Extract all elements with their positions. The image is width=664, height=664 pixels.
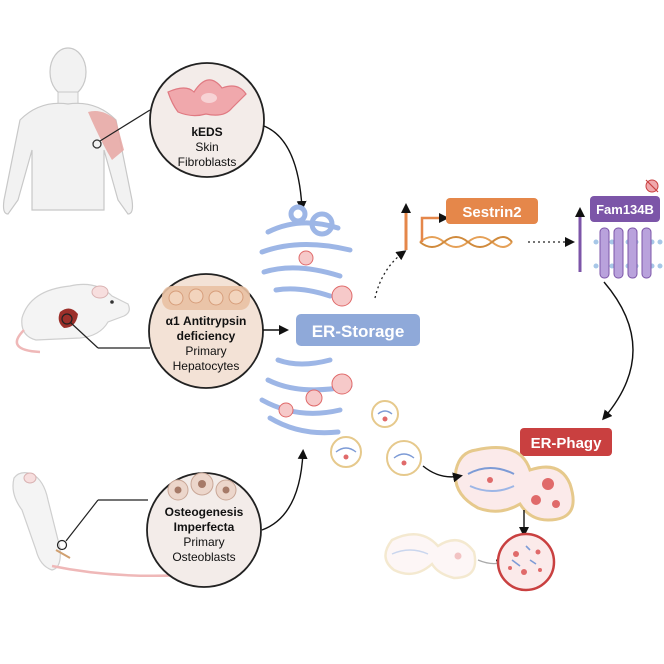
er-storage-box: [296, 314, 420, 346]
hepatocyte-cell-icon: [162, 286, 250, 310]
arrow-er-to-sestrin: [374, 250, 407, 299]
arrow-fam-to-erphagy: [602, 281, 634, 421]
sestrin-box: [446, 198, 538, 224]
fam-box: [590, 196, 660, 222]
oi-imperfecta-label: Imperfecta: [174, 520, 235, 534]
aat-label: α1 Antitrypsin: [166, 314, 247, 328]
membrane-protein-icon: [593, 179, 663, 279]
oi-circle: Osteogenesis Imperfecta Primary Osteobla…: [146, 472, 262, 588]
arrow-oi-to-er: [261, 449, 308, 531]
keds-tissue-label: Skin: [195, 140, 218, 154]
autophagosome-icon: [453, 446, 575, 522]
mouse-liver-icon: [15, 283, 150, 354]
keds-circle: kEDS Skin Fibroblasts: [149, 62, 265, 178]
sestrin-label: Sestrin2: [462, 204, 521, 221]
aat-primary-label: Primary: [185, 344, 226, 358]
arrow-keds-to-er: [263, 125, 307, 211]
arrow-vesicle-to-erphagy: [422, 465, 463, 483]
collagen-aggregates: [278, 250, 353, 418]
oi-primary-label: Primary: [183, 535, 224, 549]
oi-celltype-label: Osteoblasts: [172, 550, 235, 564]
aat-celltype-label: Hepatocytes: [173, 359, 240, 373]
fibroblast-cell-icon: [167, 79, 247, 117]
human-body-icon: [2, 47, 151, 215]
mouse-leg-icon: [12, 472, 201, 578]
fam-label: Fam134B: [596, 202, 654, 217]
aat-deficiency-label: deficiency: [177, 329, 236, 343]
faded-autophagolysosome-icon: [384, 533, 477, 580]
erphagy-box: [520, 428, 612, 456]
aat-circle: α1 Antitrypsin deficiency Primary Hepato…: [148, 273, 264, 389]
keds-celltype-label: Fibroblasts: [178, 155, 237, 169]
dna-helix-icon: [419, 236, 513, 248]
erphagy-label: ER-Phagy: [531, 435, 603, 452]
promoter-arrow: [420, 213, 449, 242]
oi-label: Osteogenesis: [165, 505, 244, 519]
lysosome-icon: [496, 532, 556, 592]
keds-label: kEDS: [191, 125, 222, 139]
osteoblast-cell-icon: [167, 472, 237, 501]
endoplasmic-reticulum-icon: [259, 204, 353, 436]
vesicle-icon: [330, 400, 422, 476]
er-storage-label: ER-Storage: [312, 322, 405, 341]
